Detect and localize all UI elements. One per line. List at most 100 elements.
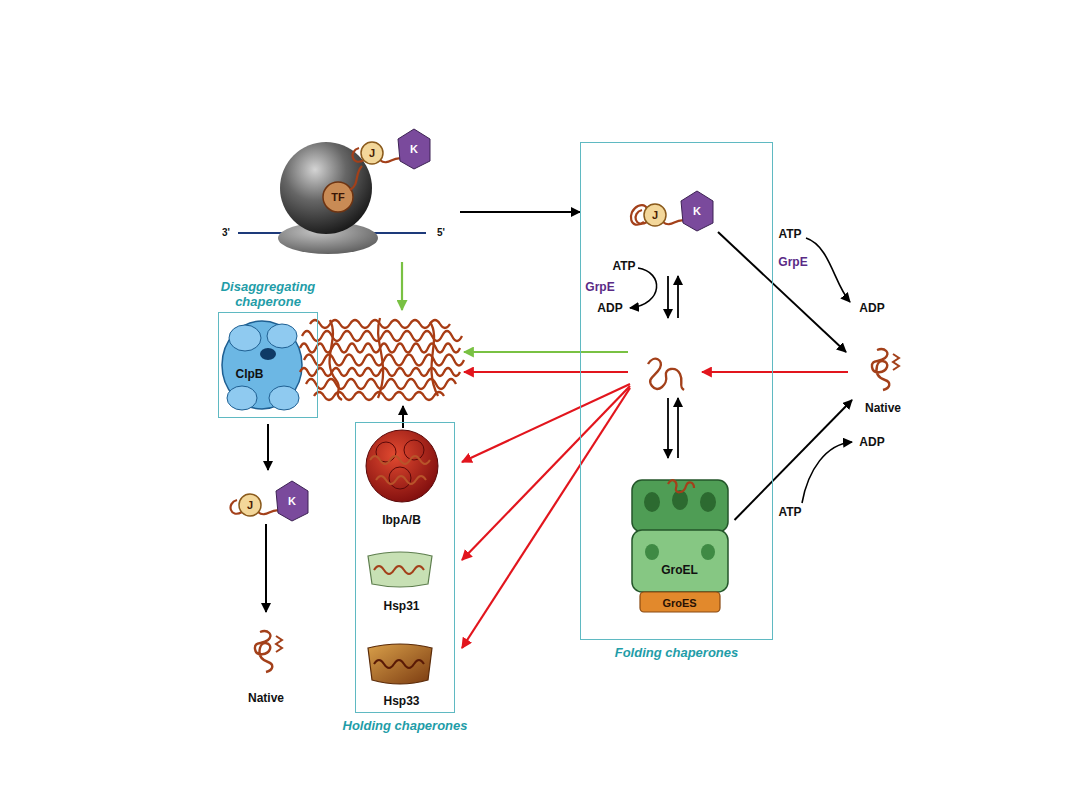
ribosome-drawing [280, 142, 372, 234]
protein-aggregate [300, 368, 460, 376]
label-text: ATP [778, 505, 801, 519]
groel-drawing [632, 530, 728, 592]
label-text: ADP [597, 301, 622, 315]
dnak-cycle [677, 276, 679, 318]
connector-arrow [460, 211, 580, 213]
clpb-drawing [260, 348, 276, 360]
holding-drawing [366, 430, 438, 502]
label-text: ATP [778, 227, 801, 241]
label-text: J [369, 146, 375, 160]
label-text: ADP [859, 301, 884, 315]
arrow [464, 351, 628, 353]
clpb-drawing [267, 324, 297, 348]
node-label: Hsp31 [383, 599, 419, 613]
native-protein-drawing [255, 349, 899, 672]
dnak-cycle [806, 238, 850, 302]
native-protein: Native [852, 346, 914, 418]
native-protein: Native [235, 615, 297, 707]
native-protein-drawing [872, 349, 899, 390]
holding-drawing [389, 467, 411, 489]
label-text: J [247, 498, 253, 512]
group-heading: Disaggregating chaperone [198, 279, 338, 309]
connector-arrow [735, 400, 853, 520]
arrow [462, 384, 630, 462]
dnak-cycle [802, 442, 852, 503]
dnak-cycle [630, 191, 852, 503]
ribosome-drawing [353, 129, 430, 169]
groel-drawing [632, 480, 728, 612]
groel-drawing [668, 480, 694, 492]
clpb-drawing [229, 325, 261, 351]
ibpab-chaperone: IbpA/B [360, 427, 450, 532]
clpb-refolding [265, 524, 267, 612]
protein-aggregate [300, 318, 464, 400]
ribosome-drawing [238, 129, 430, 254]
label-text: J [652, 208, 658, 222]
dnak-cycle [677, 398, 679, 458]
dnak-cycle [648, 359, 684, 390]
group-heading: Holding chaperones [335, 718, 475, 733]
dnak-cycle [636, 191, 713, 231]
arrow [401, 262, 403, 310]
clpb-refolding [231, 424, 308, 612]
node-label: ClpB [236, 367, 264, 381]
clpb-drawing [222, 321, 302, 409]
arrow [402, 262, 848, 648]
label-text: 5' [437, 226, 445, 240]
protein-aggregate [430, 322, 438, 396]
groel-drawing [701, 544, 715, 560]
ribosome-drawing [350, 166, 362, 190]
groel-drawing [645, 544, 659, 560]
hsp31-chaperone: Hsp31 [360, 540, 450, 615]
node-label: GroEL [661, 563, 698, 577]
label-text: ATP [612, 259, 635, 273]
groel-drawing [700, 492, 716, 512]
native-protein-drawing [255, 631, 282, 672]
holding-drawing [370, 456, 430, 484]
hsp33-chaperone: Hsp33 [360, 630, 450, 708]
node-label: Native [865, 401, 901, 415]
holding-drawing [402, 406, 404, 428]
arrow [464, 371, 628, 373]
label-text: K [693, 204, 701, 218]
node-label: Native [248, 691, 284, 705]
holding-drawing [368, 552, 432, 587]
dnak-cycle [667, 398, 669, 458]
chaperone-box: Folding chaperonesGroELGroES [580, 142, 773, 640]
chaperone-box: Disaggregating chaperoneClpB [218, 312, 318, 418]
groel-drawing [632, 480, 728, 532]
clpb-refolding [231, 481, 308, 521]
dnak-cycle [630, 268, 657, 308]
dnak-cycle [718, 232, 846, 352]
clpb-chaperone: ClpB [222, 316, 302, 412]
node-label: IbpA/B [382, 513, 421, 527]
label-text: K [288, 494, 296, 508]
protein-aggregate [378, 318, 383, 398]
clpb-refolding [267, 424, 269, 470]
arrow [462, 388, 630, 648]
dnak-cycle [667, 276, 669, 318]
clpb-drawing [269, 386, 299, 410]
chaperone-box: Holding chaperonesIbpA/BHsp31Hsp33 [355, 422, 455, 713]
protein-aggregate [304, 355, 464, 366]
label-text: K [410, 142, 418, 156]
groel-drawing [644, 492, 660, 512]
protein-aggregate [302, 331, 462, 341]
holding-drawing [368, 644, 432, 684]
label-text: GrpE [585, 280, 614, 294]
label-text: ADP [859, 435, 884, 449]
node-label: GroES [662, 596, 696, 610]
groel-groes: GroEL GroES [625, 472, 735, 615]
arrow [702, 371, 848, 373]
clpb-drawing [227, 386, 257, 410]
ribosome-drawing [323, 182, 353, 212]
groel-drawing [640, 592, 720, 612]
clpb-drawing [222, 321, 302, 410]
arrow [462, 386, 630, 560]
holding-drawing [374, 566, 424, 574]
node-label: Hsp33 [383, 694, 419, 708]
node-label: TF [331, 190, 344, 204]
